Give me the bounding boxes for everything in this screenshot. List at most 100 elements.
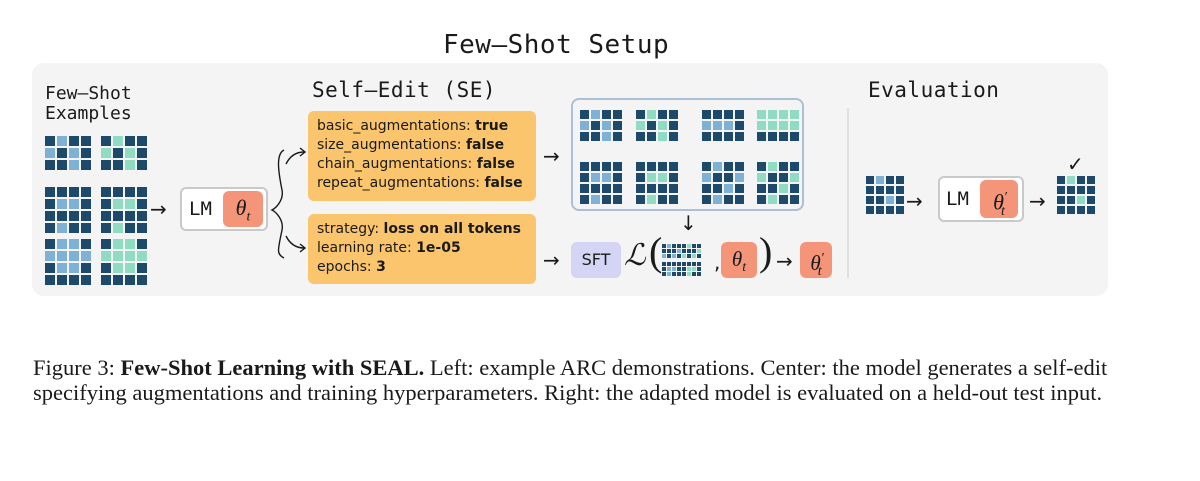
grid-cell	[866, 196, 874, 204]
caption-prefix: Figure 3:	[33, 355, 121, 380]
grid-cell	[1087, 176, 1095, 184]
grid-cell	[697, 272, 701, 276]
grid-cell	[669, 121, 678, 130]
grid-cell	[672, 249, 676, 253]
grid-cell	[636, 121, 645, 130]
grid-cell	[81, 251, 91, 261]
training-config-box: strategy: loss on all tokens learning ra…	[308, 214, 536, 284]
grid-cell	[602, 195, 611, 204]
grid-cell	[45, 275, 55, 285]
grid-cell	[866, 186, 874, 194]
grid-cell	[1067, 196, 1075, 204]
grid-cell	[768, 110, 777, 119]
grid-cell	[757, 162, 766, 171]
loss-symbol: ℒ	[624, 239, 646, 272]
grid-cell	[69, 275, 79, 285]
grid-cell	[137, 187, 147, 197]
grid-cell	[591, 162, 600, 171]
grid-cell	[692, 254, 696, 258]
grid-cell	[613, 162, 622, 171]
theta-parameters: θt	[223, 191, 263, 227]
grid-cell	[687, 249, 691, 253]
grid-cell	[113, 275, 123, 285]
grid-cell	[713, 132, 722, 141]
arrow: →	[776, 249, 793, 273]
grid-cell	[667, 272, 671, 276]
grid-cell	[702, 110, 711, 119]
grid-cell	[658, 184, 667, 193]
grid-cell	[790, 121, 799, 130]
grid-cell	[692, 272, 696, 276]
left-paren: (	[649, 229, 663, 274]
grid-cell	[658, 162, 667, 171]
grid-cell	[602, 132, 611, 141]
grid-cell	[137, 239, 147, 249]
grid-cell	[1067, 186, 1075, 194]
grid-cell	[45, 160, 55, 170]
grid-cell	[667, 249, 671, 253]
theta-subscript: t	[817, 264, 822, 280]
grid-cell	[735, 184, 744, 193]
grid-cell	[667, 262, 671, 266]
config-line: size_augmentations: false	[317, 136, 527, 155]
checkmark-icon: ✓	[1067, 152, 1084, 176]
config-value: true	[475, 118, 509, 134]
grid-cell	[57, 148, 67, 158]
grid-cell	[724, 195, 733, 204]
grid-cell	[896, 206, 904, 214]
grid-cell	[1067, 176, 1075, 184]
grid-cell	[757, 132, 766, 141]
few-shot-label-line-1: Few–Shot	[45, 83, 132, 104]
grid-cell	[886, 186, 894, 194]
grid-cell	[790, 173, 799, 182]
grid-cell	[702, 121, 711, 130]
grid-cell	[672, 244, 676, 248]
config-line: epochs: 3	[317, 258, 527, 277]
grid-cell	[602, 173, 611, 182]
grid-cell	[113, 263, 123, 273]
augmentation-config-box: basic_augmentations: true size_augmentat…	[308, 111, 536, 201]
grid-cell	[713, 173, 722, 182]
grid-cell	[45, 211, 55, 221]
grid-cell	[591, 132, 600, 141]
grid-cell	[768, 162, 777, 171]
figure-panel	[32, 63, 1108, 296]
grid-cell	[687, 254, 691, 258]
grid-cell	[779, 132, 788, 141]
grid-cell	[662, 244, 666, 248]
grid-cell	[724, 121, 733, 130]
grid-cell	[113, 160, 123, 170]
grid-cell	[1057, 176, 1065, 184]
config-line: basic_augmentations: true	[317, 117, 527, 136]
grid-cell	[886, 196, 894, 204]
grid-cell	[69, 199, 79, 209]
grid-cell	[636, 162, 645, 171]
example-grid	[101, 187, 147, 233]
grid-cell	[768, 132, 777, 141]
grid-cell	[896, 196, 904, 204]
grid-cell	[697, 244, 701, 248]
theta-prime: ′	[1003, 190, 1007, 205]
grid-cell	[692, 267, 696, 271]
grid-cell	[687, 244, 691, 248]
grid-cell	[81, 263, 91, 273]
arrow: →	[150, 197, 167, 221]
grid-cell	[636, 195, 645, 204]
grid-cell	[580, 121, 589, 130]
grid-cell	[896, 176, 904, 184]
right-paren: )	[759, 229, 773, 274]
grid-cell	[697, 254, 701, 258]
grid-cell	[647, 162, 656, 171]
theta-prime: ′	[820, 251, 824, 266]
grid-cell	[1087, 206, 1095, 214]
grid-cell	[602, 110, 611, 119]
grid-cell	[724, 162, 733, 171]
grid-cell	[113, 148, 123, 158]
grid-cell	[81, 160, 91, 170]
grid-cell	[672, 272, 676, 276]
grid-cell	[790, 162, 799, 171]
grid-cell	[580, 162, 589, 171]
augmented-grid	[636, 162, 678, 204]
grid-cell	[1057, 196, 1065, 204]
grid-cell	[702, 173, 711, 182]
